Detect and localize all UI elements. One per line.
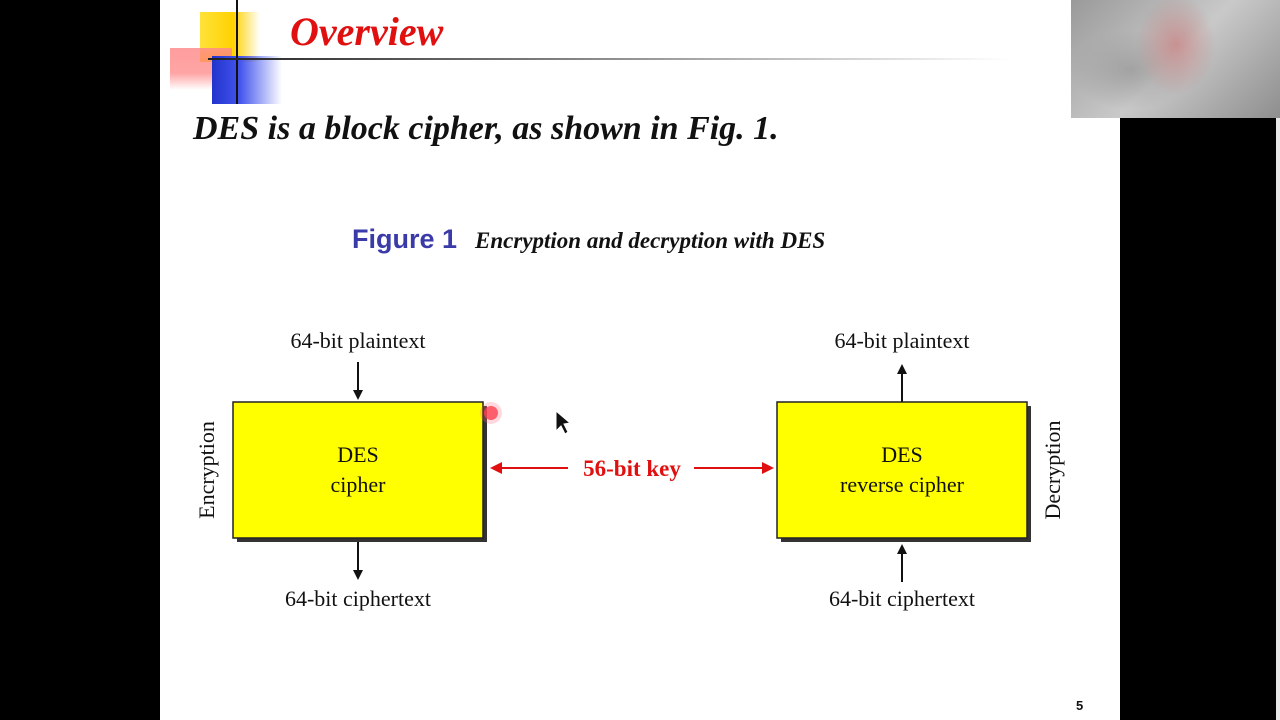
laser-pointer-glow [480,402,502,424]
figure-number: Figure 1 [352,224,458,254]
des-cipher-box [232,401,484,539]
des-diagram: 64-bit plaintext DES cipher 64-bit ciphe… [194,328,1065,611]
des-cipher-line2: cipher [331,472,387,497]
des-reverse-cipher-line2: reverse cipher [840,472,965,497]
encryption-ciphertext-label: 64-bit ciphertext [285,586,431,611]
encryption-group: 64-bit plaintext DES cipher 64-bit ciphe… [194,328,487,611]
title-decoration-vertical-line [236,0,238,104]
decryption-side-label: Decryption [1040,421,1065,520]
right-edge-strip [1276,118,1280,720]
decryption-group: 64-bit plaintext DES reverse cipher 64-b… [776,328,1065,611]
decryption-plaintext-label: 64-bit plaintext [834,328,969,353]
title-decoration-blue [212,56,282,104]
key-label: 56-bit key [583,456,681,481]
page-number: 5 [1076,698,1084,713]
encryption-side-label: Encryption [194,421,219,519]
mouse-cursor-icon [555,409,572,435]
slide-title: Overview [290,9,444,54]
des-reverse-cipher-box [776,401,1028,539]
slide: Overview DES is a block cipher, as shown… [160,0,1120,720]
slide-body-text: DES is a block cipher, as shown in Fig. … [193,110,779,147]
des-reverse-cipher-line1: DES [881,442,923,467]
des-cipher-line1: DES [337,442,379,467]
key-group: 56-bit key [490,456,774,481]
figure-caption-text: Encryption and decryption with DES [475,228,826,253]
figure-caption: Figure 1 Encryption and decryption with … [352,224,825,255]
decryption-ciphertext-label: 64-bit ciphertext [829,586,975,611]
laser-pointer [484,406,498,420]
title-underline [208,58,1008,60]
encryption-plaintext-label: 64-bit plaintext [290,328,425,353]
webcam-overlay [1071,0,1280,118]
